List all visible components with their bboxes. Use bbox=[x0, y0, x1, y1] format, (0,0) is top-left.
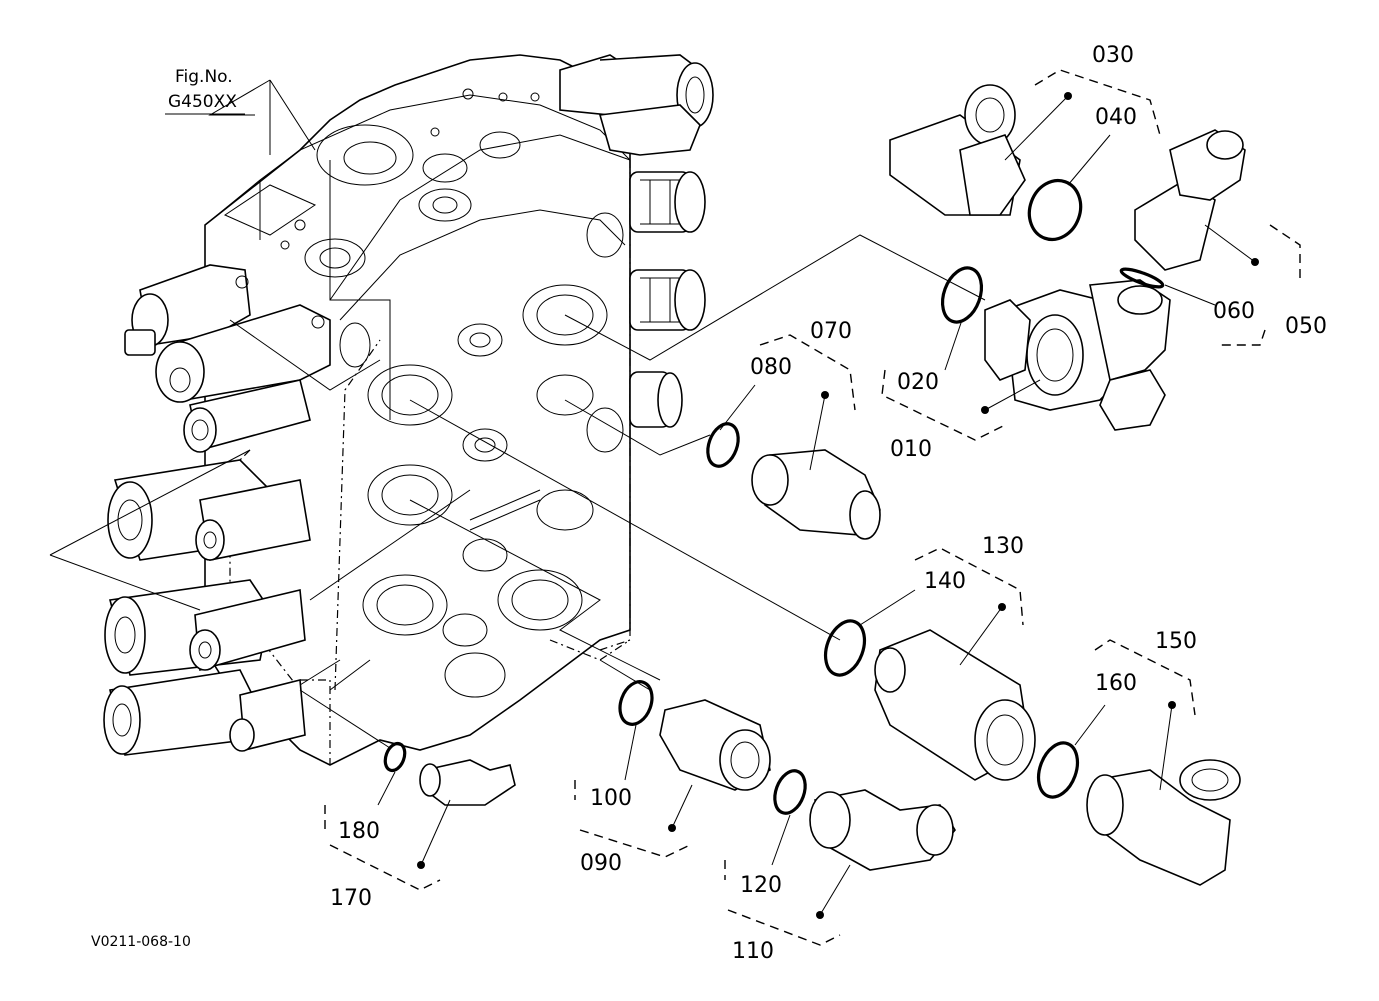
callout-130: 130 bbox=[982, 534, 1024, 559]
callout-030: 030 bbox=[1092, 43, 1134, 68]
left-fittings bbox=[103, 379, 311, 756]
part-070-elbow bbox=[751, 391, 881, 540]
callout-090: 090 bbox=[580, 851, 622, 876]
callout-060: 060 bbox=[1213, 299, 1255, 324]
part-180-oring bbox=[377, 741, 407, 806]
part-040-oring bbox=[1027, 134, 1111, 242]
callout-040: 040 bbox=[1095, 105, 1137, 130]
spool-caps-right bbox=[559, 54, 714, 428]
labels: Fig.No. G450XX V0211-068-10 030 040 060 … bbox=[91, 43, 1327, 964]
drawing-code: V0211-068-10 bbox=[91, 934, 191, 950]
callout-170: 170 bbox=[330, 886, 372, 911]
part-130-adapter bbox=[874, 603, 1036, 781]
solenoid-left-lower bbox=[155, 304, 331, 403]
part-030-elbow bbox=[889, 84, 1072, 216]
group-brackets bbox=[324, 69, 1301, 946]
assembly-lines bbox=[49, 79, 986, 749]
part-010-adapter bbox=[981, 279, 1171, 431]
part-110-elbow bbox=[809, 789, 956, 919]
callout-150: 150 bbox=[1155, 629, 1197, 654]
part-100-oring bbox=[618, 680, 654, 781]
part-160-oring bbox=[1036, 704, 1106, 799]
callout-070: 070 bbox=[810, 319, 852, 344]
part-090-adapter bbox=[659, 699, 771, 832]
callout-100: 100 bbox=[590, 786, 632, 811]
part-140-oring bbox=[823, 589, 916, 677]
callout-110: 110 bbox=[732, 939, 774, 964]
fig-no-label: Fig.No. bbox=[175, 67, 233, 87]
solenoid-left-upper bbox=[124, 264, 251, 356]
callout-020: 020 bbox=[897, 370, 939, 395]
callout-050: 050 bbox=[1285, 314, 1327, 339]
part-060-oring bbox=[1119, 267, 1216, 306]
part-080-oring bbox=[706, 384, 756, 468]
part-150-elbow bbox=[1086, 701, 1241, 886]
part-120-oring bbox=[771, 769, 807, 866]
callout-140: 140 bbox=[924, 569, 966, 594]
part-020-oring bbox=[940, 266, 984, 371]
callout-180: 180 bbox=[338, 819, 380, 844]
callout-160: 160 bbox=[1095, 671, 1137, 696]
part-170-elbow bbox=[417, 759, 516, 869]
control-valve-block bbox=[103, 54, 714, 766]
fig-no-value: G450XX bbox=[168, 92, 237, 112]
callout-120: 120 bbox=[740, 873, 782, 898]
callout-010: 010 bbox=[890, 437, 932, 462]
part-050-fitting bbox=[1134, 129, 1259, 271]
callout-080: 080 bbox=[750, 355, 792, 380]
